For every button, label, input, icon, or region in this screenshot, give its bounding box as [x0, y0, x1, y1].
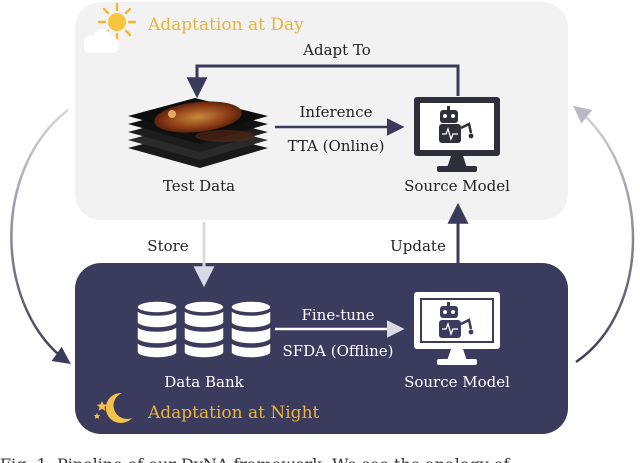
test-data-image-stack [128, 98, 268, 168]
night-title: Adaptation at Night [147, 403, 320, 423]
cloud-icon [84, 29, 119, 53]
test-data-label: Test Data [163, 177, 235, 195]
tta-label: TTA (Online) [288, 137, 385, 155]
figure-caption: Fig. 1. Pipeline of our DyNA framework. … [0, 455, 510, 463]
adapt-to-arrow [186, 64, 460, 99]
monitor-robot-icon-day [414, 97, 500, 172]
update-label: Update [390, 237, 446, 255]
day-title: Adaptation at Day [147, 15, 304, 35]
data-bank-icon [136, 300, 272, 359]
night-model-label: Source Model [404, 373, 510, 391]
finetune-label: Fine-tune [301, 306, 374, 324]
adapt-to-label: Adapt To [302, 41, 371, 59]
store-label: Store [147, 237, 189, 255]
monitor-robot-icon-night [414, 292, 500, 365]
day-model-label: Source Model [404, 177, 510, 195]
right-cycle-arrow [573, 105, 635, 364]
sun-icon [97, 2, 137, 42]
inference-label: Inference [299, 103, 372, 121]
moon-icon [93, 392, 132, 423]
data-bank-label: Data Bank [164, 373, 244, 391]
sfda-label: SFDA (Offline) [282, 342, 393, 360]
left-cycle-arrow [10, 109, 71, 365]
